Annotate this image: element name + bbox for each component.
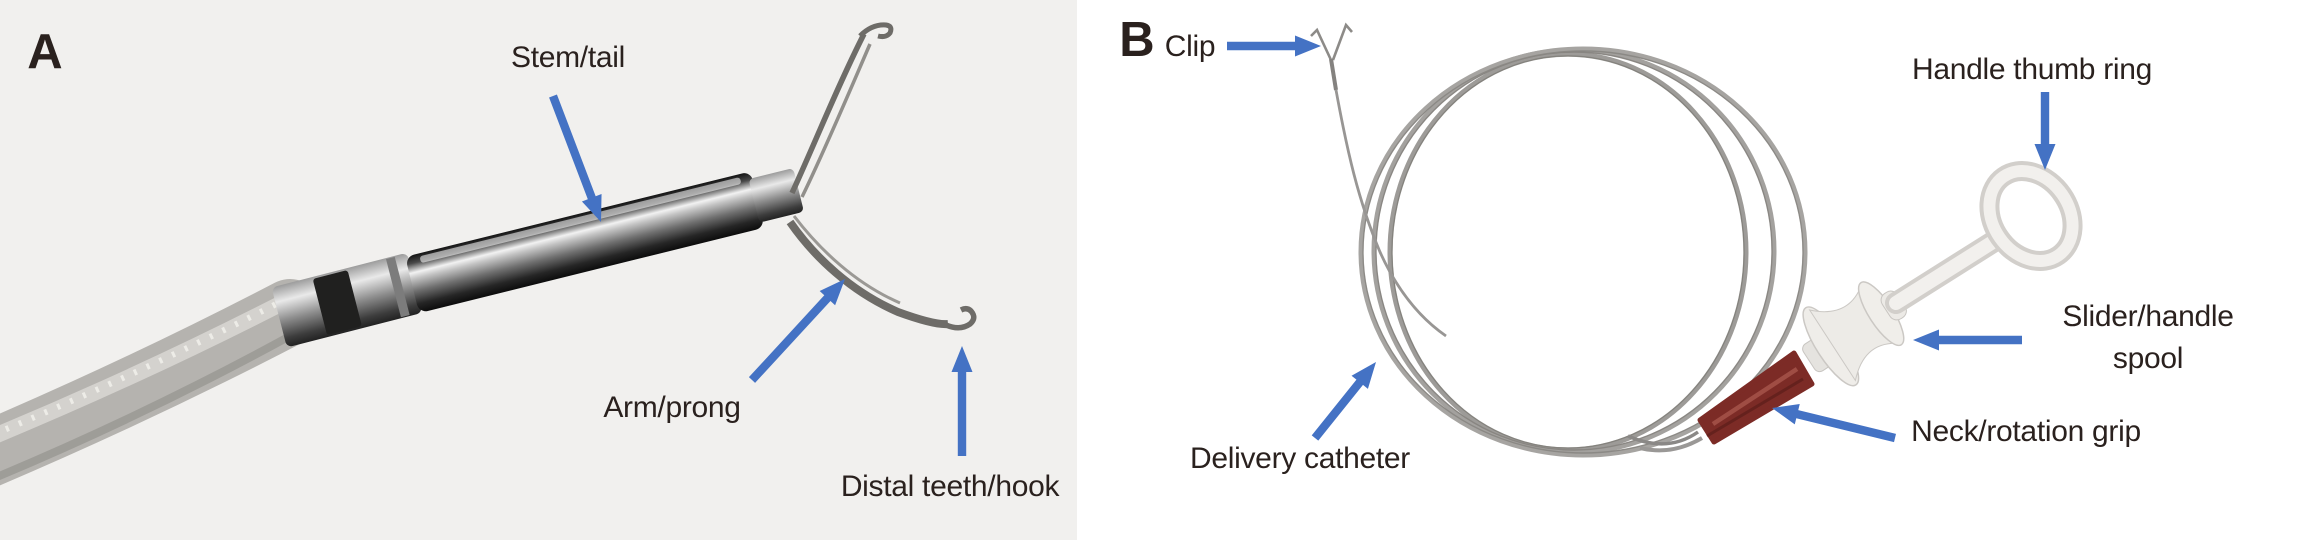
- handle-shaft-part: [1885, 229, 2007, 314]
- stem-tail-arrow: [549, 94, 602, 223]
- figure-label-handle-thumb-ring: Handle thumb ring: [1911, 53, 2153, 86]
- neck-rotation-grip-part: [1697, 350, 1815, 445]
- distal-teeth-hook-arrow: [951, 346, 973, 456]
- delivery-catheter-arrow: [1311, 362, 1377, 441]
- panel-b-photo-full-device: [1310, 22, 2083, 458]
- figure-label-clip: Clip: [1164, 30, 1216, 63]
- panel-b-letter: B: [1119, 13, 1155, 67]
- thumb-ring-part: [1979, 161, 2083, 271]
- clip-arrow: [1227, 35, 1321, 57]
- figure-label-neck-rotation-grip: Neck/rotation grip: [1911, 415, 2141, 448]
- figure-label-slider-handle-spool: Slider/handle spool: [2062, 300, 2234, 375]
- annotation-arrows: [549, 35, 2056, 456]
- arm-prong-arrow: [748, 279, 846, 383]
- figure-label-delivery-catheter: Delivery catheter: [1190, 442, 1410, 475]
- handle-thumb-ring-arrow: [2034, 92, 2056, 170]
- figure-label-stem-tail: Stem/tail: [510, 41, 626, 74]
- panel-a-photo-clip-closeup: [0, 22, 977, 486]
- figure-label-distal-teeth-hook: Distal teeth/hook: [840, 470, 1060, 503]
- slider-spool-part: [1802, 281, 1907, 387]
- neck-rotation-grip-arrow: [1771, 403, 1896, 443]
- clip-at-tip: [1310, 22, 1447, 338]
- delivery-catheter-coil: [1358, 46, 1808, 458]
- panel-a-letter: A: [27, 25, 63, 79]
- figure-label-arm-prong: Arm/prong: [603, 391, 741, 424]
- slider-handle-spool-arrow: [1913, 329, 2022, 351]
